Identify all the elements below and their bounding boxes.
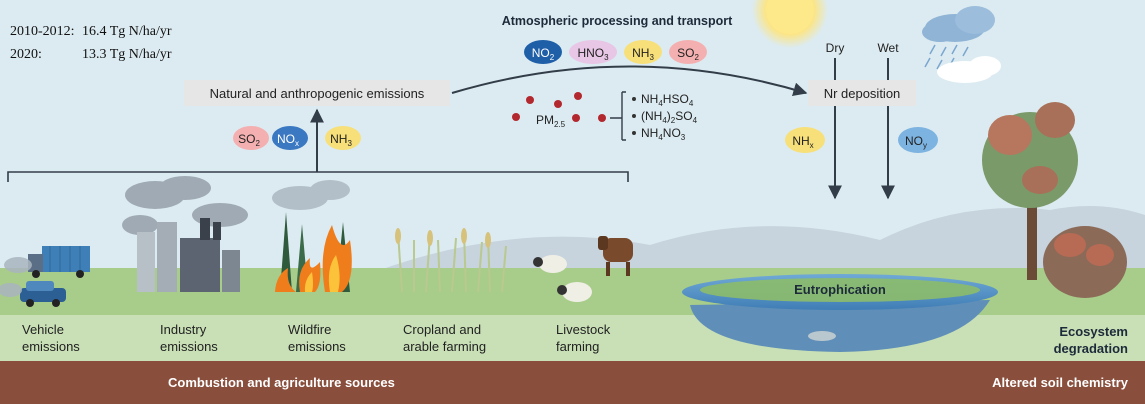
emitted-pill-so2: SO2 <box>233 126 269 150</box>
source-label-livestock-1: Livestock <box>556 322 611 337</box>
factory-icon <box>122 176 248 292</box>
svg-text:NOx: NOx <box>277 132 299 148</box>
sheep-icon <box>533 255 592 302</box>
pm-species-1: NH4HSO4 <box>641 92 694 108</box>
source-label-vehicle-2: emissions <box>22 339 80 354</box>
source-label-cropland-1: Cropland and <box>403 322 481 337</box>
svg-text:SO2: SO2 <box>677 46 699 62</box>
gas-pill-hno3: HNO3 <box>569 40 617 64</box>
svg-text:NHx: NHx <box>792 134 813 150</box>
wet-label: Wet <box>877 41 899 55</box>
pm-particles-icon <box>512 92 606 122</box>
stat-label-2010: 2010-2012: <box>10 24 75 39</box>
dry-label: Dry <box>826 41 845 55</box>
svg-text:NOy: NOy <box>905 134 927 150</box>
pm25-label: PM2.5 <box>536 113 566 129</box>
source-label-livestock-2: farming <box>556 339 599 354</box>
sun-icon <box>752 0 828 48</box>
combustion-agriculture-label: Combustion and agriculture sources <box>168 375 395 390</box>
cow-icon <box>598 236 633 276</box>
cropland-icon <box>395 228 507 293</box>
svg-text:SO2: SO2 <box>238 132 260 148</box>
svg-text:NH3: NH3 <box>632 46 654 62</box>
ecosystem-label-1: Ecosystem <box>1059 324 1128 339</box>
exhaust-smoke <box>0 257 32 297</box>
ecosystem-label-2: degradation <box>1054 341 1128 356</box>
emissions-box-label: Natural and anthropogenic emissions <box>210 86 425 101</box>
nr-deposition-box: Nr deposition <box>808 80 916 106</box>
pm-species-3: NH4NO3 <box>641 126 686 142</box>
tree-icon <box>982 102 1078 280</box>
transport-arrow <box>451 65 808 97</box>
atmosphere-title: Atmospheric processing and transport <box>502 14 733 28</box>
stat-label-2020: 2020: <box>10 47 42 62</box>
shrub-icon <box>1043 226 1127 298</box>
emitted-pill-nh3: NH3 <box>325 126 361 150</box>
stat-value-2010: 16.4 Tg N/ha/yr <box>82 24 172 39</box>
stat-value-2020: 13.3 Tg N/ha/yr <box>82 47 172 62</box>
emissions-box: Natural and anthropogenic emissions <box>184 80 450 106</box>
source-label-wildfire-2: emissions <box>288 339 346 354</box>
pm-species-2: (NH4)2SO4 <box>641 109 698 125</box>
eutrophication-label: Eutrophication <box>794 282 886 297</box>
gas-pill-nh3: NH3 <box>624 40 662 64</box>
car-icon <box>20 281 66 307</box>
noy-pill: NOy <box>898 127 938 153</box>
source-label-industry-1: Industry <box>160 322 207 337</box>
truck-icon <box>28 246 90 278</box>
nhx-pill: NHx <box>785 127 825 153</box>
pm-species-list: NH4HSO4 (NH4)2SO4 NH4NO3 <box>632 92 698 142</box>
deposition-stats: 2010-2012: 16.4 Tg N/ha/yr 2020: 13.3 Tg… <box>10 24 172 62</box>
gas-pill-so2: SO2 <box>669 40 707 64</box>
svg-text:NH3: NH3 <box>330 132 352 148</box>
source-label-wildfire-1: Wildfire <box>288 322 331 337</box>
source-labels: Vehicle emissions Industry emissions Wil… <box>22 322 611 354</box>
source-label-vehicle-1: Vehicle <box>22 322 64 337</box>
soil-band <box>0 361 1145 404</box>
nr-deposition-label: Nr deposition <box>824 86 901 101</box>
source-label-industry-2: emissions <box>160 339 218 354</box>
sources-bracket <box>7 171 629 182</box>
svg-text:HNO3: HNO3 <box>577 46 609 62</box>
rain-cloud-icon <box>922 6 1001 83</box>
altered-soil-label: Altered soil chemistry <box>992 375 1129 390</box>
gas-pill-no2: NO2 <box>524 40 562 64</box>
emitted-pill-nox: NOx <box>272 126 308 150</box>
source-label-cropland-2: arable farming <box>403 339 486 354</box>
pond-icon <box>682 274 998 352</box>
pm-bracket <box>610 91 626 141</box>
wildfire-icon <box>272 180 352 292</box>
svg-text:NO2: NO2 <box>532 46 555 62</box>
